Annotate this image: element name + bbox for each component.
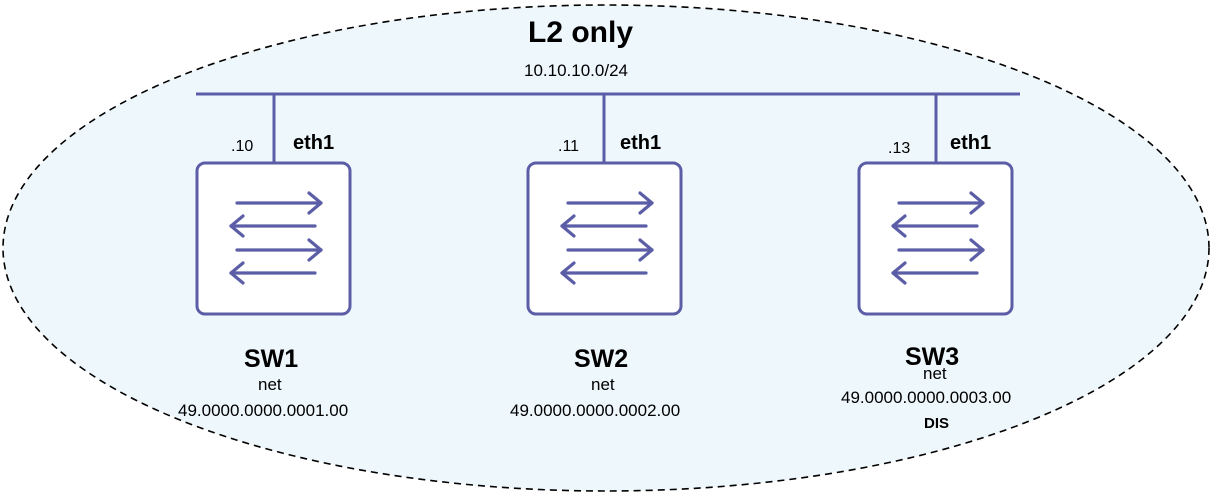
- sw2-net-address: 49.0000.0000.0002.00: [510, 401, 681, 420]
- switch-icon[interactable]: [857, 161, 1014, 316]
- sw1-net-address: 49.0000.0000.0001.00: [178, 401, 349, 420]
- sw2-ip-suffix: .11: [558, 138, 580, 155]
- domain-title: L2 only: [528, 16, 634, 49]
- sw1-interface: eth1: [293, 132, 335, 154]
- sw3-net-label: net: [923, 364, 947, 383]
- sw2-name: SW2: [574, 345, 629, 373]
- sw3-role-badge: DIS: [924, 415, 950, 432]
- sw1-ip-suffix: .10: [231, 138, 254, 155]
- sw3-name: SW3: [905, 343, 960, 371]
- sw2-net-label: net: [591, 375, 615, 394]
- sw3-net-address: 49.0000.0000.0003.00: [841, 388, 1012, 407]
- subnet-label: 10.10.10.0/24: [524, 61, 628, 80]
- sw3-interface: eth1: [950, 132, 992, 154]
- sw2-interface: eth1: [620, 132, 662, 154]
- switch-icon[interactable]: [195, 161, 352, 316]
- sw3-ip-suffix: .13: [888, 140, 911, 157]
- sw1-name: SW1: [244, 345, 299, 373]
- switch-icon[interactable]: [526, 161, 683, 316]
- sw1-net-label: net: [258, 375, 282, 394]
